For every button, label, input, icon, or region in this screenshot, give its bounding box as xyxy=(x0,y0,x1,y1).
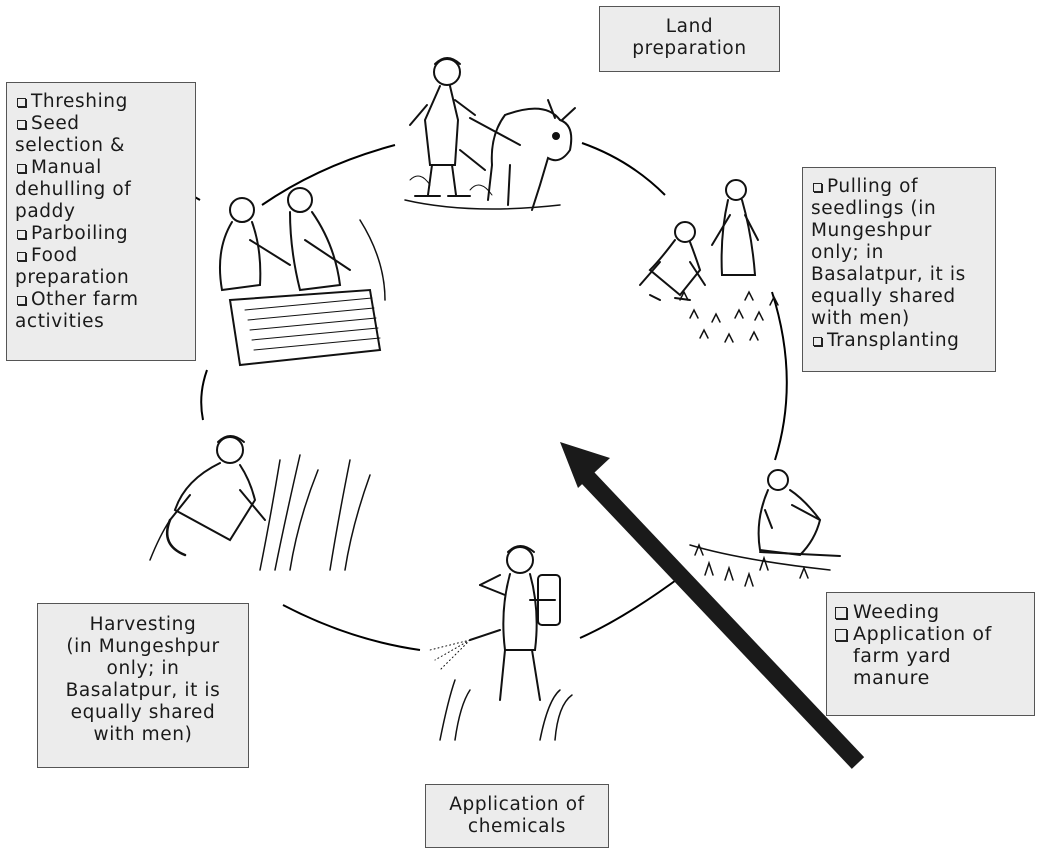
post-harvest-item: Threshing xyxy=(15,91,191,113)
cycle-arc-right xyxy=(771,291,788,461)
post-harvest-item: Other farm xyxy=(15,289,191,311)
weeding-box: Weeding Application of farm yard manure xyxy=(826,592,1035,716)
transplanting-illustration xyxy=(639,179,779,343)
harvesting-line: only; in xyxy=(106,658,180,679)
harvesting-line: Harvesting xyxy=(89,614,197,635)
post-harvest-line: selection & xyxy=(15,135,126,156)
post-harvest-item: Seed xyxy=(15,113,191,135)
weeding-line: manure xyxy=(853,667,930,689)
transplanting-line: seedlings (in xyxy=(811,198,937,219)
weeding-item: Weeding xyxy=(833,601,1030,623)
weeding-line: farm yard xyxy=(853,645,952,667)
post-harvest-item: Food xyxy=(15,245,191,267)
cycle-arc-bottom-right xyxy=(579,574,684,639)
chemicals-label-2: chemicals xyxy=(467,816,567,837)
direction-arrow xyxy=(560,442,865,769)
land-preparation-label-1: Land xyxy=(665,16,714,37)
harvesting-illustration xyxy=(149,435,371,571)
cycle-arc-top-right xyxy=(581,142,666,196)
harvesting-line: (in Mungeshpur xyxy=(66,636,220,657)
harvesting-line: with men) xyxy=(93,724,193,745)
post-harvest-item: Manual xyxy=(15,157,191,179)
cycle-arc-top-left xyxy=(261,144,396,206)
post-harvest-box: Threshing Seed selection & Manual dehull… xyxy=(6,82,196,361)
post-harvest-line: preparation xyxy=(15,267,130,288)
cycle-arc-left xyxy=(200,369,208,421)
land-preparation-illustration xyxy=(404,57,576,211)
harvesting-line: equally shared xyxy=(70,702,216,723)
post-harvest-line: activities xyxy=(15,311,105,332)
harvesting-line: Basalatpur, it is xyxy=(65,680,221,701)
post-harvest-line: dehulling of xyxy=(15,179,132,200)
land-preparation-box: Land preparation xyxy=(599,6,780,72)
post-harvest-line: paddy xyxy=(15,201,76,222)
transplanting-box: Pulling of seedlings (in Mungeshpur only… xyxy=(802,167,996,372)
chemicals-label-1: Application of xyxy=(449,794,585,815)
cycle-arc-bottom-left xyxy=(282,604,421,651)
transplanting-line: with men) xyxy=(811,308,910,329)
transplanting-item: Transplanting xyxy=(811,330,991,352)
post-harvest-item: Parboiling xyxy=(15,223,191,245)
chemicals-illustration xyxy=(429,545,573,741)
chemicals-box: Application of chemicals xyxy=(425,784,609,848)
weeding-illustration xyxy=(689,469,841,587)
transplanting-line: Basalatpur, it is xyxy=(811,264,966,285)
transplanting-item: Pulling of xyxy=(811,176,991,198)
land-preparation-label-2: preparation xyxy=(632,38,747,59)
transplanting-line: equally shared xyxy=(811,286,956,307)
transplanting-line: Mungeshpur xyxy=(811,220,932,241)
post-harvest-illustration xyxy=(219,187,386,367)
transplanting-line: only; in xyxy=(811,242,884,263)
weeding-item: Application of xyxy=(833,623,1030,645)
harvesting-box: Harvesting (in Mungeshpur only; in Basal… xyxy=(37,603,249,768)
